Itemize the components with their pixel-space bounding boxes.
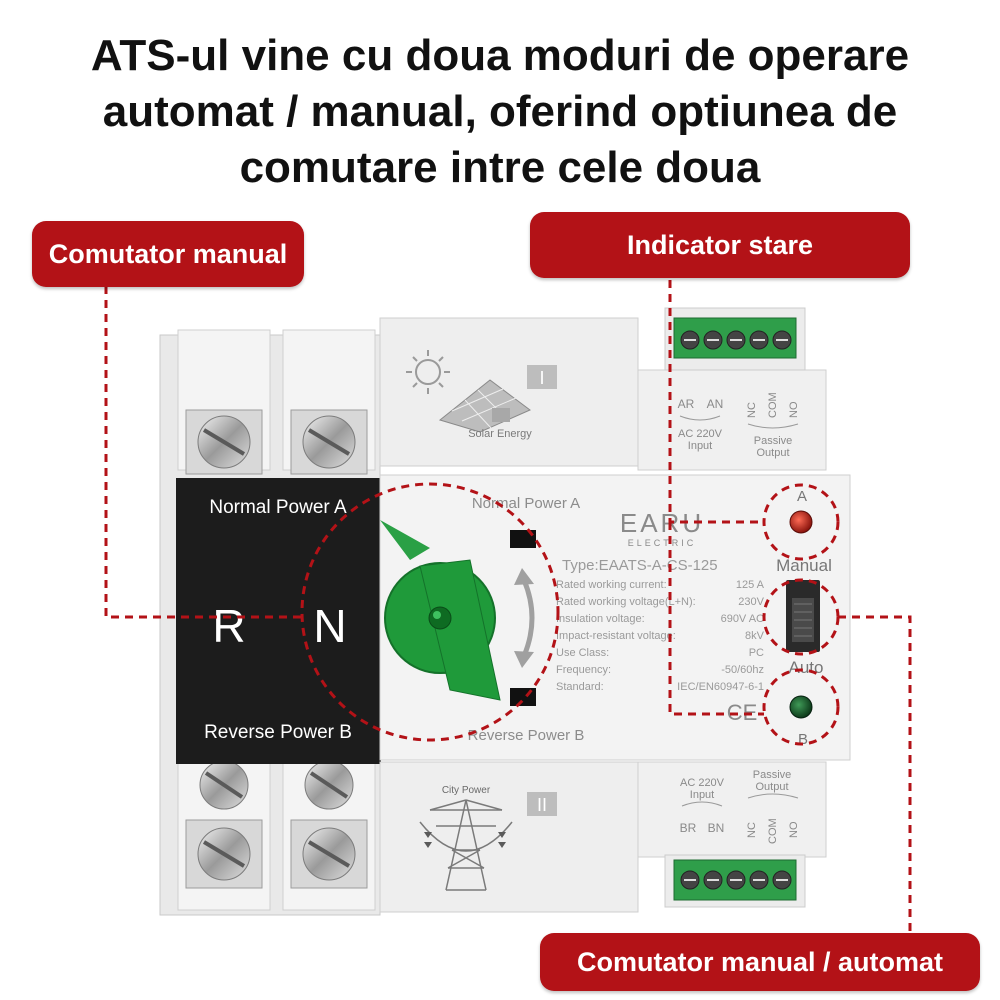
spec-label: Impact-resistant voltage: (556, 630, 676, 642)
top-com-label: COM (767, 392, 779, 418)
bottom-terminal-screw-n-upper (304, 760, 354, 810)
top-no-label: NO (788, 401, 800, 418)
top-passive-label: Passive (754, 435, 793, 447)
top-nc-label: NC (746, 402, 758, 418)
pole-n-label: N (313, 600, 346, 652)
top-terminal-labels: AR AN AC 220V Input NC COM NO Passive Ou… (678, 392, 800, 459)
spec-value: IEC/EN60947-6-1 (677, 681, 764, 693)
spec-label: Rated working current: (556, 579, 667, 591)
bottom-input-label: Input (690, 789, 714, 801)
solar-energy-icon: Solar Energy (406, 350, 532, 440)
callout-manual-switch-text: Comutator manual (48, 238, 288, 269)
bottom-com-label: COM (767, 818, 779, 844)
manual-auto-slide-switch[interactable] (786, 580, 820, 652)
roman-i-text: I (539, 368, 544, 388)
spec-value: 8kV (745, 630, 765, 642)
top-input-label: Input (688, 440, 712, 452)
indicator-a-label: A (797, 488, 807, 505)
callout-status-indicator: Indicator stare (530, 212, 910, 278)
mode-manual-label: Manual (776, 556, 832, 575)
front-normal-power-label: Normal Power A (209, 497, 347, 518)
headline: ATS-ul vine cu doua moduri de operare au… (20, 28, 980, 196)
rotation-arrow-icon (514, 568, 535, 668)
spec-value: 690V AC (721, 613, 764, 625)
type-label: Type:EAATS-A-CS-125 (562, 557, 718, 574)
panel-reverse-power-label: Reverse Power B (468, 727, 585, 744)
bottom-terminal-labels: AC 220V Input BR BN Passive Output NC CO… (680, 769, 800, 844)
spec-label: Standard: (556, 681, 604, 693)
top-terminal-block (673, 317, 797, 359)
bottom-nc-label: NC (746, 822, 758, 838)
brand-logo: EARU (620, 508, 704, 538)
br-label: BR (680, 821, 697, 835)
callout-manual-switch: Comutator manual (32, 221, 304, 287)
bn-label: BN (708, 821, 725, 835)
headline-line-2: automat / manual, oferind optiunea de (102, 87, 898, 136)
bottom-passive-label: Passive (753, 769, 792, 781)
panel-normal-power-label: Normal Power A (472, 495, 580, 512)
bottom-terminal-screw-r-upper (199, 760, 249, 810)
callout-manual-auto-switch: Comutator manual / automat (540, 933, 980, 991)
an-label: AN (707, 397, 724, 411)
indicator-a-led (789, 510, 813, 534)
indicator-b-led (789, 695, 813, 719)
spec-label: Rated working voltage(L+N): (556, 596, 696, 608)
headline-line-3: comutare intre cele doua (239, 143, 761, 192)
spec-label: Insulation voltage: (556, 613, 645, 625)
bottom-input-voltage: AC 220V (680, 777, 725, 789)
spec-label: Use Class: (556, 647, 609, 659)
breaker-front-panel: Normal Power A R N Reverse Power B (176, 478, 381, 764)
module-roman-ii: II (527, 792, 557, 816)
spec-list: Rated working current: 125 A Rated working… (556, 579, 765, 693)
spec-value: 125 A (736, 579, 765, 591)
pole-r-label: R (212, 600, 245, 652)
top-output-label: Output (756, 447, 789, 459)
spec-value: PC (749, 647, 764, 659)
top-terminal-screw-r (185, 409, 263, 475)
city-power-label: City Power (442, 785, 491, 796)
bottom-terminal-screw-r (185, 819, 263, 889)
spec-value: -50/60hz (721, 664, 764, 676)
brand-sub: ELECTRIC (628, 538, 697, 548)
rotary-handle[interactable] (380, 520, 501, 701)
bottom-no-label: NO (788, 821, 800, 838)
mode-auto-label: Auto (789, 658, 824, 677)
bottom-output-label: Output (755, 781, 788, 793)
indicator-b-label: B (798, 731, 808, 748)
bottom-terminal-screw-n (290, 819, 368, 889)
top-input-voltage: AC 220V (678, 428, 723, 440)
position-window-top (510, 530, 536, 548)
headline-line-1: ATS-ul vine cu doua moduri de operare (90, 31, 910, 80)
city-power-icon: City Power (419, 785, 513, 891)
front-reverse-power-label: Reverse Power B (204, 722, 352, 743)
module-roman-i: I (527, 365, 557, 389)
callout-manual-auto-switch-text: Comutator manual / automat (576, 946, 944, 977)
top-terminal-screw-n (290, 409, 368, 475)
roman-ii-text: II (537, 795, 547, 815)
spec-value: 230V (738, 596, 764, 608)
bottom-terminal-block (673, 859, 797, 901)
solar-energy-label: Solar Energy (468, 428, 532, 440)
spec-label: Frequency: (556, 664, 611, 676)
callout-leaders (104, 280, 912, 935)
ar-label: AR (678, 397, 695, 411)
callout-status-indicator-text: Indicator stare (626, 229, 814, 260)
